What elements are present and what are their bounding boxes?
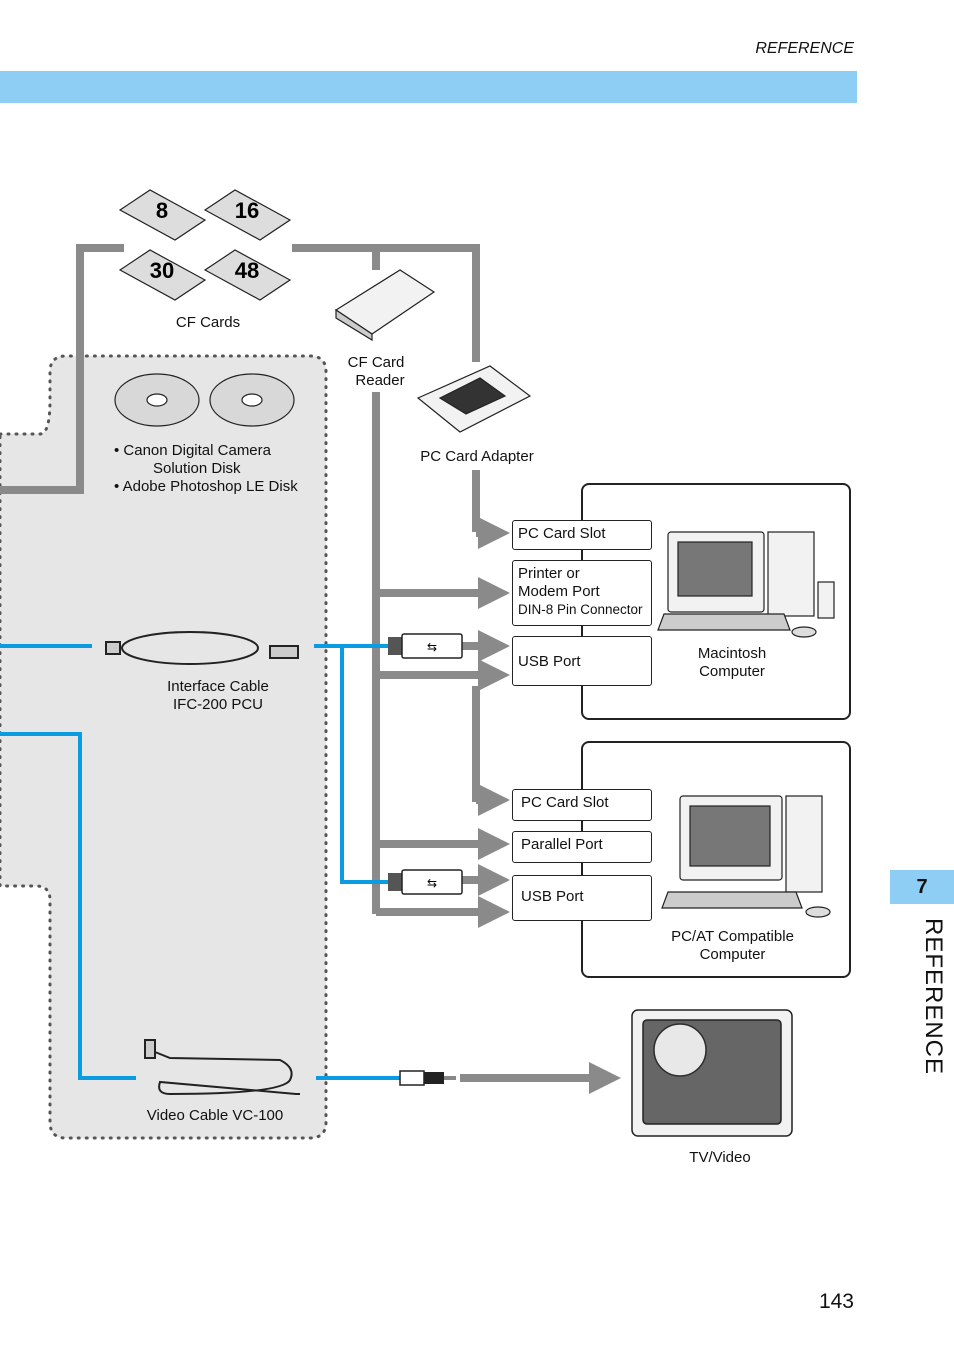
- cf-card-capacity-label: 16: [235, 198, 259, 223]
- mac-din8-label: DIN-8 Pin Connector: [518, 602, 643, 617]
- mac-printer-modem-port: Printer or Modem Port DIN-8 Pin Connecto…: [512, 560, 652, 626]
- pc-pc-card-slot: PC Card Slot: [512, 789, 652, 821]
- video-cable-icon: [144, 1039, 300, 1096]
- cf-reader-label-2: Reader: [355, 372, 405, 389]
- interface-cable-icon: [105, 631, 299, 665]
- mac-name-label-2: Computer: [699, 663, 765, 680]
- disk-icons: [114, 373, 295, 427]
- pc-computer-icon: [661, 795, 831, 918]
- svg-text:⇆: ⇆: [427, 876, 437, 890]
- mac-name-label-1: Macintosh: [697, 645, 767, 662]
- page-number: 143: [818, 1290, 854, 1313]
- svg-text:⇆: ⇆: [427, 640, 437, 654]
- cf-card-capacity-label: 48: [235, 258, 259, 283]
- pc-parallel-port: Parallel Port: [512, 831, 652, 863]
- mac-usb-port-label: USB Port: [518, 653, 581, 670]
- mac-printer-port-label-1: Printer or: [518, 565, 580, 582]
- mac-pc-card-slot: PC Card Slot: [512, 520, 652, 550]
- mac-computer-icon: [657, 531, 835, 638]
- pc-card-adapter-label: PC Card Adapter: [420, 448, 534, 465]
- disk-label-3: • Adobe Photoshop LE Disk: [114, 478, 298, 495]
- tv-video-label: TV/Video: [689, 1149, 751, 1166]
- pc-usb-port: USB Port: [512, 875, 652, 921]
- mac-pc-card-slot-label: PC Card Slot: [518, 525, 606, 542]
- pcat-name-label-2: Computer: [699, 946, 766, 963]
- cf-cards-label: CF Cards: [175, 314, 241, 331]
- gray-connectors: [0, 244, 621, 1094]
- pc-parallel-port-label: Parallel Port: [521, 836, 603, 853]
- pc-usb-port-label: USB Port: [521, 888, 584, 905]
- pc-card-adapter-icon: [416, 365, 532, 433]
- chapter-tab-number: 7: [890, 870, 954, 904]
- cf-reader-label-1: CF Card: [347, 354, 405, 371]
- tv-icon: [631, 1009, 793, 1137]
- mac-printer-port-label-2: Modem Port: [518, 583, 600, 600]
- cf-card-icons: [118, 189, 292, 301]
- chapter-tab-label: REFERENCE: [920, 918, 947, 1076]
- cf-reader-icon: [334, 269, 436, 342]
- section-header: REFERENCE: [755, 40, 854, 57]
- cf-card-capacity-label: 30: [150, 258, 174, 283]
- pc-pc-card-slot-label: PC Card Slot: [521, 794, 609, 811]
- video-plug: [399, 1070, 456, 1086]
- interface-cable-label-2: IFC-200 PCU: [172, 696, 264, 713]
- disk-label-1: • Canon Digital Camera: [114, 442, 271, 459]
- blue-cables: [0, 644, 400, 1080]
- video-cable-label: Video Cable VC-100: [146, 1107, 284, 1124]
- pcat-name-label-1: PC/AT Compatible: [671, 928, 794, 945]
- mac-usb-port: USB Port: [512, 636, 652, 686]
- interface-cable-label-1: Interface Cable: [167, 678, 269, 695]
- usb-plug-pc: ⇆: [388, 869, 463, 895]
- header-bar: [0, 71, 857, 103]
- disk-label-2: Solution Disk: [153, 460, 241, 477]
- cf-card-capacity-label: 8: [156, 198, 168, 223]
- usb-plug-mac: ⇆: [388, 633, 463, 659]
